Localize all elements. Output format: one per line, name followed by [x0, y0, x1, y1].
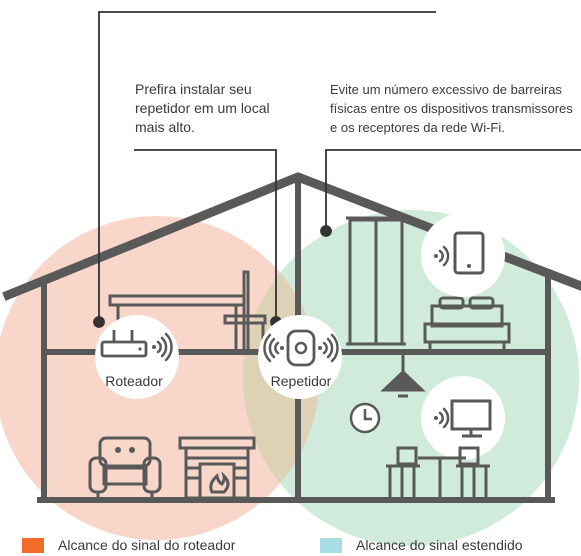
fireplace-icon [178, 436, 256, 500]
bed-icon [423, 296, 511, 350]
dining-chairs-icon [386, 446, 490, 498]
ceiling-lamp-icon [380, 355, 426, 398]
callout-lines [93, 11, 581, 328]
legend-label-router: Alcance do sinal do roteador [58, 537, 236, 553]
repeater-label: Repetidor [271, 373, 332, 389]
wall-clock-icon [349, 402, 381, 434]
legend-swatch-extended [320, 537, 342, 553]
tv-bubble [421, 376, 505, 460]
repeater-bubble [258, 315, 342, 399]
legend-label-extended: Alcance do sinal estendido [356, 537, 523, 553]
router-label: Roteador [105, 373, 163, 389]
legend-extended-range: Alcance do sinal estendido [320, 537, 523, 553]
router-bubble [95, 315, 179, 399]
barrier-tip-note: Evite um número excessivo de barreiras f… [330, 82, 573, 135]
legend-router-range: Alcance do sinal do roteador [22, 537, 235, 553]
tablet-bubble [421, 213, 505, 297]
legend-swatch-router [22, 537, 44, 553]
armchair-icon [88, 436, 162, 498]
repeater-tip-note: Prefira instalar seu repetidor em um loc… [135, 81, 270, 135]
wardrobe-icon [346, 216, 406, 346]
